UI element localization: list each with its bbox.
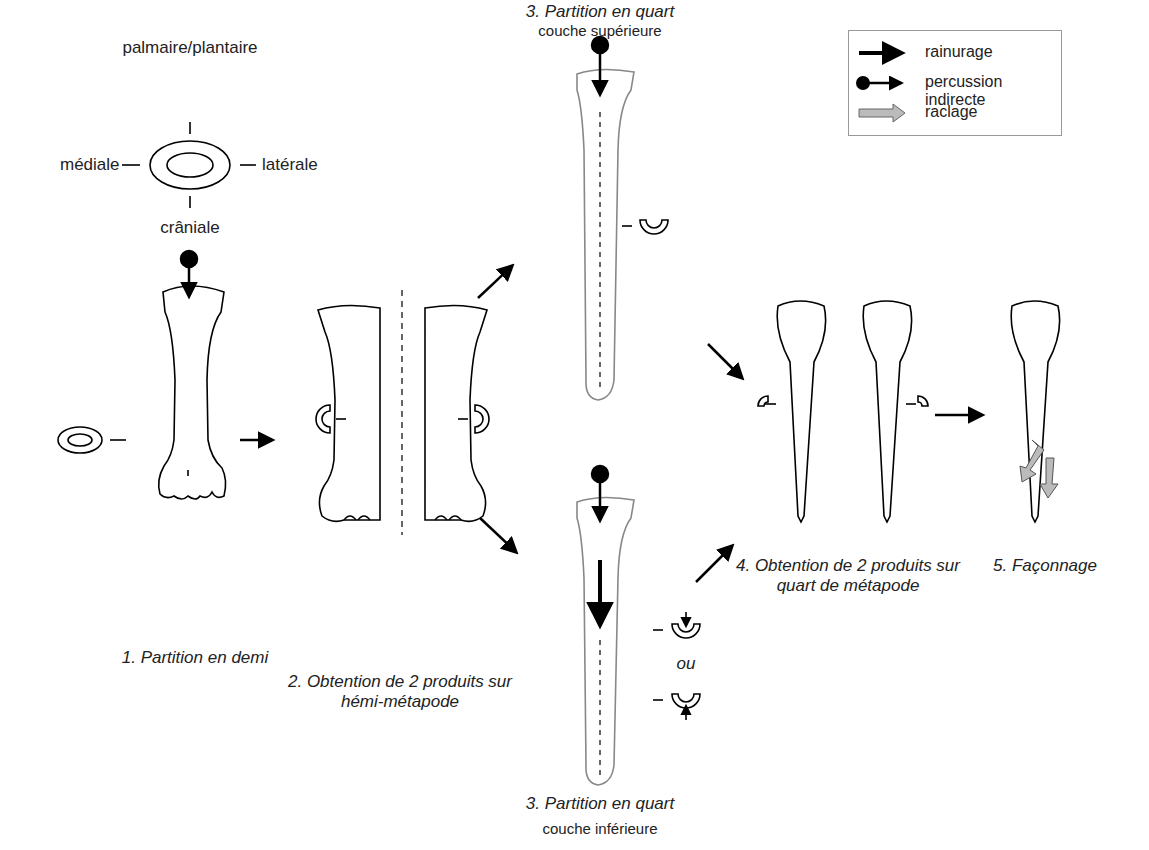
step-caption: 3. Partition en quart <box>526 2 674 22</box>
step-caption: ou <box>677 654 696 674</box>
step-caption: 1. Partition en demi <box>122 648 268 668</box>
legend-text: rainurage <box>925 43 993 61</box>
label: latérale <box>262 155 318 175</box>
label: couche inférieure <box>542 820 657 838</box>
label: médiale <box>60 155 120 175</box>
step-caption: 4. Obtention de 2 produits sur quart de … <box>728 556 968 597</box>
rainurage-sample <box>859 51 901 55</box>
label: palmaire/plantaire <box>122 38 257 58</box>
step-caption: 5. Façonnage <box>993 556 1097 576</box>
step-caption: 3. Partition en quart <box>526 794 674 814</box>
step-caption: 2. Obtention de 2 produits sur hémi-méta… <box>285 672 515 713</box>
legend-text: raclage <box>925 103 977 121</box>
label: couche supérieure <box>538 22 661 40</box>
legend-box: rainuragepercussion indirecteraclage <box>848 30 1062 136</box>
label: crâniale <box>160 218 220 238</box>
raclage-sample <box>859 104 905 122</box>
